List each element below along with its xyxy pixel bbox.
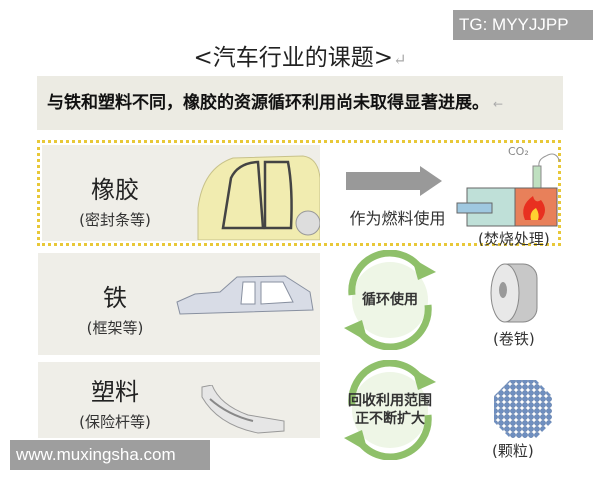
page-title: <汽车行业的课题>↵	[193, 45, 407, 71]
rubber-highlight-box	[37, 140, 561, 246]
result-text: (颗粒)	[492, 442, 534, 460]
watermark-bottom: www.muxingsha.com	[10, 440, 210, 470]
recycle-cycle-icon	[344, 360, 436, 460]
process-line: 正不断扩大	[355, 411, 425, 427]
return-mark: ←	[493, 97, 504, 111]
process-text: 循环使用	[362, 292, 418, 308]
process-line: 回收利用范围	[348, 393, 432, 409]
material-name: 橡胶	[91, 176, 139, 204]
part-name: (保险杆等)	[79, 413, 151, 431]
plastic-label: 塑料 (保险杆等)	[55, 372, 175, 432]
process-text: 回收利用范围 正不断扩大	[335, 392, 445, 428]
factory-incinerator-icon	[456, 153, 560, 227]
arrow-right-icon	[346, 166, 442, 196]
co2-label: CO₂	[508, 145, 529, 158]
part-name: (框架等)	[86, 319, 144, 337]
car-frame-image	[176, 275, 314, 315]
plastic-granules-icon	[494, 380, 552, 438]
bumper-image	[201, 385, 285, 434]
result-text: (焚烧处理)	[478, 230, 550, 248]
summary-banner: 与铁和塑料不同，橡胶的资源循环利用尚未取得显著进展。 ←	[37, 76, 563, 130]
return-mark: ↵	[393, 50, 407, 69]
recycle-cycle-icon	[344, 250, 436, 350]
car-door-seal-image	[197, 155, 320, 240]
material-name: 铁	[103, 284, 127, 312]
result-text: (卷铁)	[493, 330, 535, 348]
rubber-label: 橡胶 (密封条等)	[55, 170, 175, 230]
watermark-top: TG: MYYJJPP	[453, 10, 593, 40]
process-text: 作为燃料使用	[349, 209, 446, 228]
material-name: 塑料	[91, 378, 139, 406]
iron-label: 铁 (框架等)	[55, 278, 175, 338]
steel-coil-icon	[490, 263, 538, 323]
summary-text: 与铁和塑料不同，橡胶的资源循环利用尚未取得显著进展。	[47, 93, 489, 113]
part-name: (密封条等)	[79, 211, 151, 229]
